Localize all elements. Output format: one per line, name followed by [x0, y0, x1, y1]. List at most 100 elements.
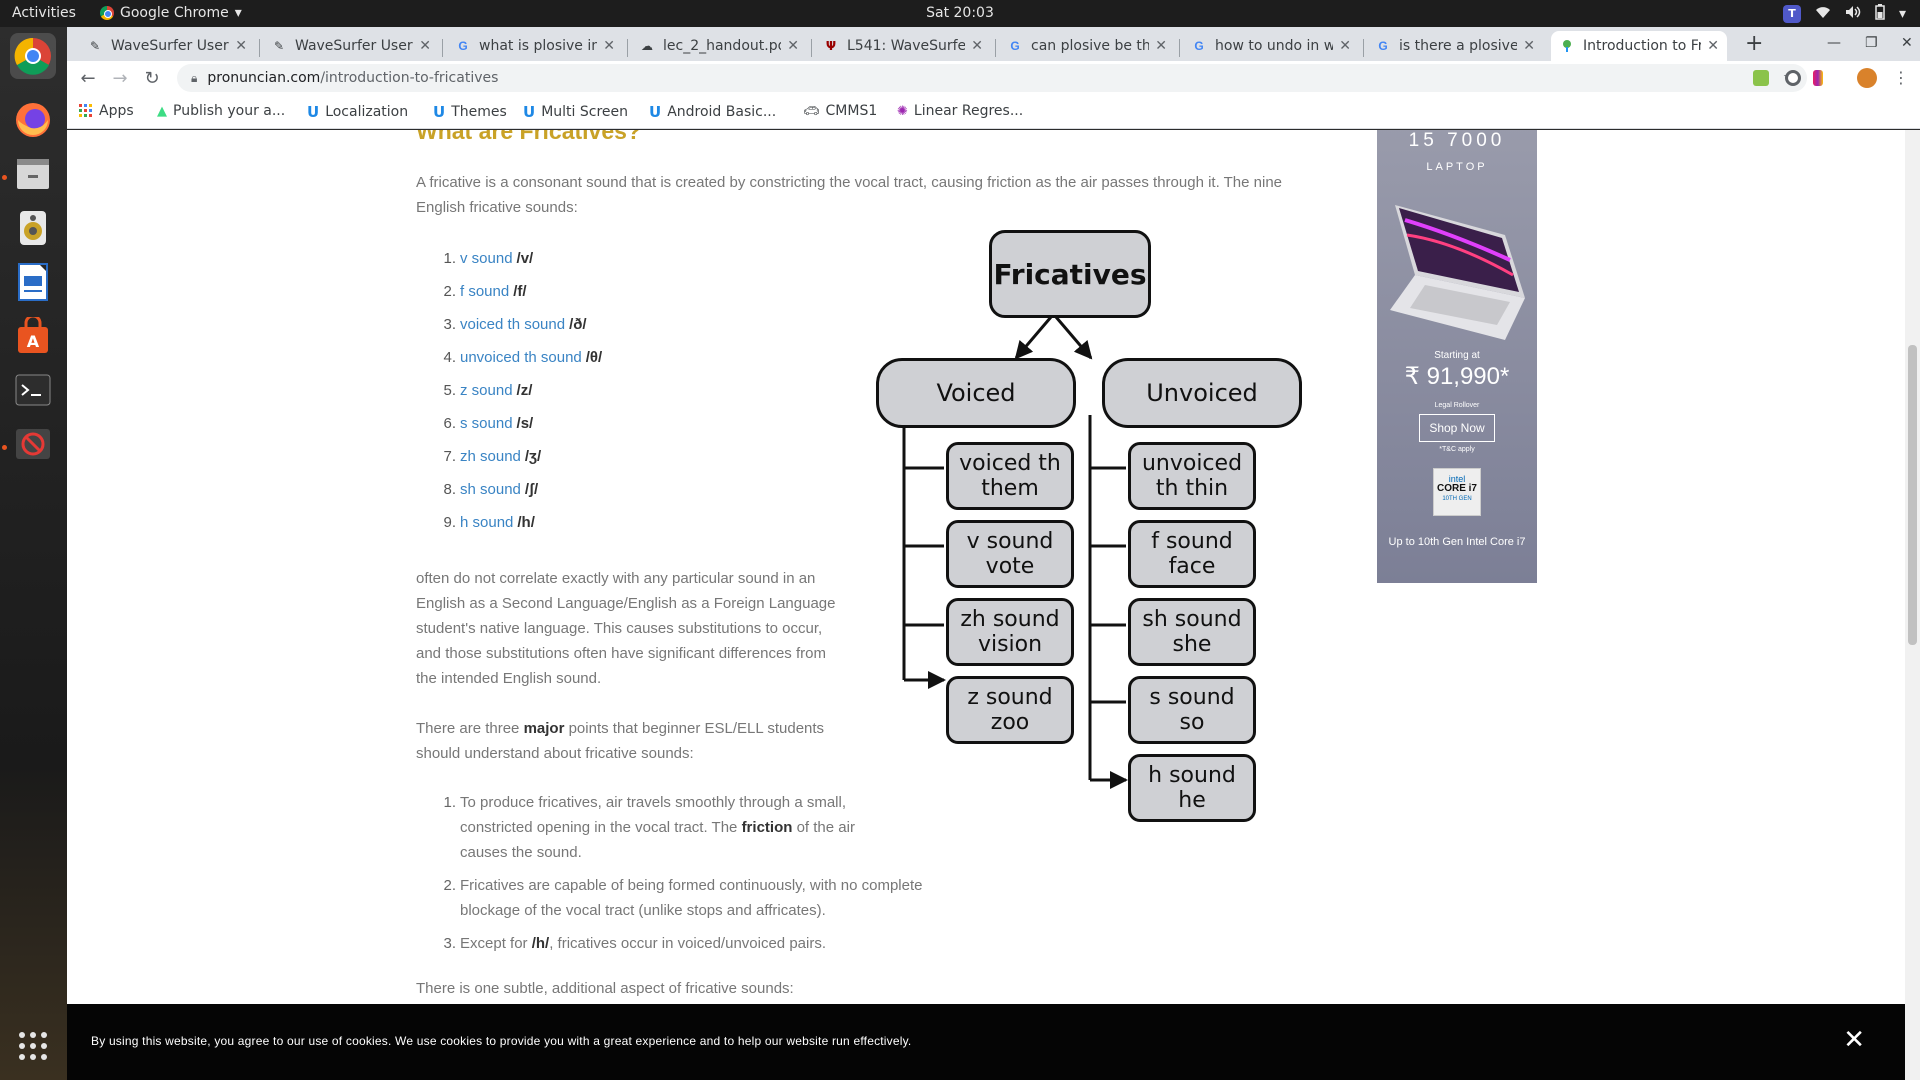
list-number: 6. [443, 415, 456, 432]
lock-icon[interactable]: 🔒︎ [191, 70, 198, 85]
page-scrollbar[interactable] [1905, 130, 1920, 1080]
bookmark-publish[interactable]: ▲ Publish your a... [157, 103, 285, 119]
shop-now-button[interactable]: Shop Now [1419, 414, 1495, 442]
scrollbar-thumb[interactable] [1908, 345, 1917, 645]
dock-blocked-app[interactable] [10, 421, 56, 467]
dock-terminal[interactable] [10, 367, 56, 413]
record-extension-icon[interactable] [1785, 70, 1801, 86]
avatar[interactable] [1857, 68, 1877, 88]
close-icon[interactable]: ✕ [235, 38, 247, 54]
cookie-banner: By using this website, you agree to our … [67, 1004, 1905, 1080]
tab-introduction-fricatives[interactable]: Introduction to Fr ✕ [1551, 31, 1727, 61]
bookmark-label: CMMS1 [825, 103, 878, 119]
sound-link[interactable]: z sound [460, 382, 513, 399]
tab-plosive-search[interactable]: G what is plosive in ✕ [447, 31, 623, 61]
wifi-icon[interactable] [1815, 5, 1831, 23]
back-button[interactable]: ← [80, 67, 96, 89]
sound-link[interactable]: unvoiced th sound [460, 349, 582, 366]
app-menu[interactable]: Google Chrome ▾ [100, 5, 242, 21]
bookmark-label: Apps [99, 103, 134, 119]
ipa-symbol: /ʃ/ [524, 481, 539, 498]
running-indicator [2, 445, 7, 450]
system-menu-chevron-icon[interactable]: ▾ [1898, 6, 1906, 22]
close-icon[interactable]: ✕ [1155, 38, 1167, 54]
sound-link[interactable]: s sound [460, 415, 513, 432]
tab-lec-handout[interactable]: ☁ lec_2_handout.pdf ✕ [631, 31, 807, 61]
forward-button[interactable]: → [112, 67, 128, 89]
speaker-icon [20, 211, 46, 245]
tab-wavesurfer-1[interactable]: ✎ WaveSurfer User M ✕ [79, 31, 255, 61]
dock-files[interactable] [10, 151, 56, 197]
reload-button[interactable]: ↻ [144, 67, 160, 89]
close-icon[interactable]: ✕ [787, 38, 799, 54]
bookmark-android-basic[interactable]: U Android Basic... [649, 103, 776, 121]
show-applications-button[interactable] [10, 1023, 56, 1069]
bookmark-multiscreen[interactable]: U Multi Screen [523, 103, 628, 121]
tab-divider [259, 39, 260, 57]
ad-kind: LAPTOP [1426, 161, 1488, 173]
dock-software[interactable]: A [10, 313, 56, 359]
list-item: 7.zh sound/ʒ/ [416, 448, 816, 481]
tab-wavesurfer-2[interactable]: ✎ WaveSurfer User M ✕ [263, 31, 439, 61]
sound-link[interactable]: voiced th sound [460, 316, 566, 333]
sound-link[interactable]: sh sound [460, 481, 521, 498]
chrome-icon [14, 37, 51, 75]
bookmark-themes[interactable]: U Themes [433, 103, 507, 121]
dock-firefox[interactable] [10, 97, 56, 143]
bookmark-localization[interactable]: U Localization [307, 103, 408, 121]
bookmark-cmms1[interactable]: 🚗︎ CMMS1 [803, 103, 877, 119]
ipa-symbol: /v/ [516, 250, 534, 267]
laptop-advertisement[interactable]: 15 7000 LAPTOP Starting at ₹ 91,990* Leg… [1377, 130, 1537, 583]
close-icon[interactable]: ✕ [1707, 38, 1719, 54]
sound-link[interactable]: v sound [460, 250, 513, 267]
tab-plosive-question[interactable]: G can plosive be the ✕ [999, 31, 1175, 61]
bookmark-apps[interactable]: Apps [79, 103, 134, 119]
google-icon: G [1194, 39, 1204, 53]
ad-model: 15 7000 [1408, 130, 1506, 151]
tab-undo-search[interactable]: G how to undo in wa ✕ [1183, 31, 1359, 61]
volume-icon[interactable] [1845, 5, 1861, 23]
dock-writer[interactable] [10, 259, 56, 305]
dock-chrome[interactable] [10, 33, 56, 79]
close-icon[interactable]: ✕ [419, 38, 431, 54]
close-icon[interactable]: ✕ [603, 38, 615, 54]
running-indicator [2, 175, 7, 180]
teams-icon[interactable]: T [1782, 5, 1801, 23]
ad-tagline: Up to 10th Gen Intel Core i7 [1388, 536, 1526, 548]
tab-plosive-f[interactable]: G is there a plosive f ✕ [1367, 31, 1543, 61]
intro-paragraph: A fricative is a consonant sound that is… [416, 174, 1283, 216]
clock[interactable]: Sat 20:03 [926, 5, 994, 21]
minimize-button[interactable]: — [1827, 35, 1841, 51]
activities-button[interactable]: Activities [12, 5, 76, 21]
url-path: /introduction-to-fricatives [320, 70, 499, 86]
sound-link[interactable]: h sound [460, 514, 514, 531]
bookmark-linear-regression[interactable]: ✺ Linear Regres... [897, 103, 1023, 119]
close-window-button[interactable]: ✕ [1901, 35, 1913, 51]
restore-button[interactable]: ❐ [1865, 35, 1878, 51]
address-bar[interactable]: 🔒︎ pronuncian.com/introduction-to-fricat… [177, 64, 1807, 92]
apps-grid-icon [79, 104, 92, 117]
ipa-symbol: /z/ [516, 382, 533, 399]
ipa-symbol: /θ/ [585, 349, 603, 366]
sound-link[interactable]: zh sound [460, 448, 521, 465]
close-icon[interactable]: ✕ [1843, 1024, 1865, 1054]
close-icon[interactable]: ✕ [1523, 38, 1535, 54]
more-menu-icon[interactable]: ⋮ [1893, 68, 1909, 87]
android-extension-icon[interactable] [1753, 70, 1769, 86]
tab-label: WaveSurfer User M [111, 38, 229, 54]
new-tab-button[interactable]: + [1745, 31, 1764, 56]
sound-link[interactable]: f sound [460, 283, 510, 300]
software-bag-icon: A [18, 317, 48, 353]
system-tray[interactable]: T ▾ [1782, 4, 1906, 24]
tab-l541[interactable]: Ψ L541: WaveSurfer ✕ [815, 31, 991, 61]
color-extension-icon[interactable] [1813, 70, 1823, 86]
close-icon[interactable]: ✕ [1339, 38, 1351, 54]
list-number: 8. [443, 481, 456, 498]
dock-rhythmbox[interactable] [10, 205, 56, 251]
close-icon[interactable]: ✕ [971, 38, 983, 54]
cloud-icon: ☁ [641, 39, 653, 53]
battery-icon[interactable] [1875, 4, 1885, 24]
